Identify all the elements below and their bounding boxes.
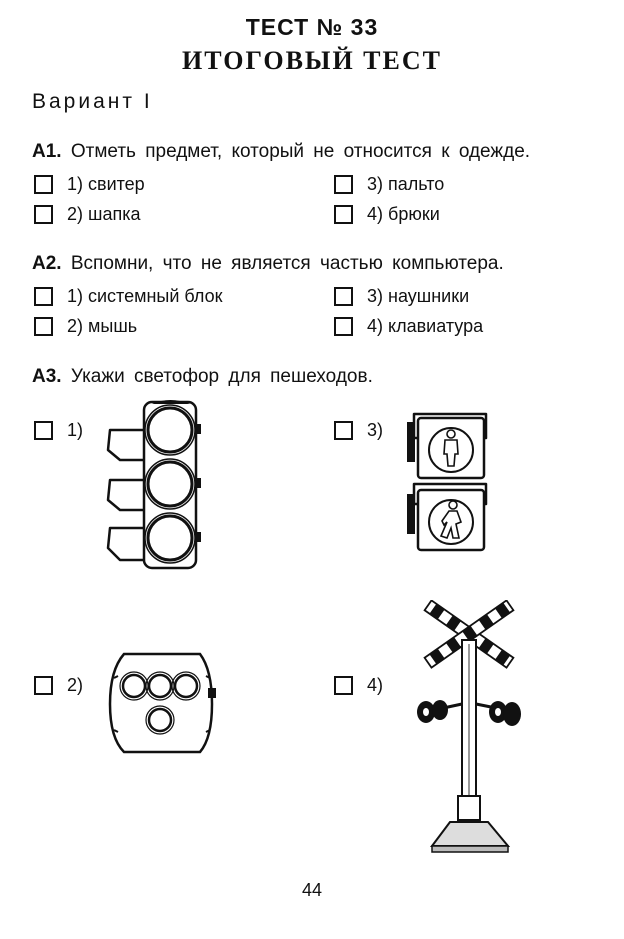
test-title: ИТОГОВЫЙ ТЕСТ (182, 46, 442, 75)
option-a2-3[interactable]: 3) наушники (334, 286, 469, 307)
option-label: 4) (367, 675, 384, 695)
question-a1-text: Отметь предмет, который не относится к о… (70, 141, 531, 162)
checkbox[interactable] (334, 317, 353, 336)
checkbox[interactable] (34, 205, 53, 224)
option-label: 3) пальто (367, 174, 445, 194)
checkbox[interactable] (34, 421, 53, 440)
checkbox[interactable] (34, 676, 53, 695)
variant-label: Вариант I (32, 90, 153, 113)
option-label: 2) (67, 675, 84, 695)
option-label: 3) наушники (367, 286, 470, 306)
option-a1-4[interactable]: 4) брюки (334, 204, 440, 225)
checkbox[interactable] (334, 205, 353, 224)
checkbox[interactable] (334, 676, 353, 695)
option-a3-3[interactable]: 3) (334, 420, 383, 441)
option-a3-4[interactable]: 4) (334, 675, 383, 696)
question-a3-id: A3. (32, 366, 62, 387)
option-a1-1[interactable]: 1) свитер (34, 174, 145, 195)
option-a1-3[interactable]: 3) пальто (334, 174, 444, 195)
option-a2-1[interactable]: 1) системный блок (34, 286, 223, 307)
question-a1-id: A1. (32, 141, 62, 162)
question-a2: A2. Вспомни, что не является частью комп… (32, 253, 504, 275)
round-traffic-light-icon (108, 652, 216, 754)
option-a1-2[interactable]: 2) шапка (34, 204, 141, 225)
checkbox[interactable] (334, 175, 353, 194)
checkbox[interactable] (334, 421, 353, 440)
question-a3-text: Укажи светофор для пешеходов. (70, 366, 373, 387)
option-label: 1) (67, 420, 84, 440)
question-a2-id: A2. (32, 253, 62, 274)
option-a3-1[interactable]: 1) (34, 420, 83, 441)
option-label: 1) системный блок (67, 286, 223, 306)
option-a2-4[interactable]: 4) клавиатура (334, 316, 483, 337)
option-label: 1) свитер (67, 174, 145, 194)
pedestrian-traffic-light-icon (407, 412, 488, 552)
option-label: 3) (367, 420, 384, 440)
page-number: 44 (301, 880, 323, 900)
question-a2-text: Вспомни, что не является частью компьюте… (70, 253, 504, 274)
railway-crossing-signal-icon (417, 600, 521, 853)
checkbox[interactable] (34, 317, 53, 336)
option-a3-2[interactable]: 2) (34, 675, 83, 696)
option-label: 2) шапка (67, 204, 141, 224)
checkbox[interactable] (34, 175, 53, 194)
option-label: 4) брюки (367, 204, 440, 224)
option-a2-2[interactable]: 2) мышь (34, 316, 137, 337)
checkbox[interactable] (34, 287, 53, 306)
checkbox[interactable] (334, 287, 353, 306)
question-a1: A1. Отметь предмет, который не относится… (32, 141, 530, 163)
question-a3: A3. Укажи светофор для пешеходов. (32, 366, 373, 388)
vehicle-traffic-light-icon (106, 400, 201, 570)
option-label: 4) клавиатура (367, 316, 484, 336)
option-label: 2) мышь (67, 316, 138, 336)
test-number: ТЕСТ № 33 (245, 14, 379, 40)
